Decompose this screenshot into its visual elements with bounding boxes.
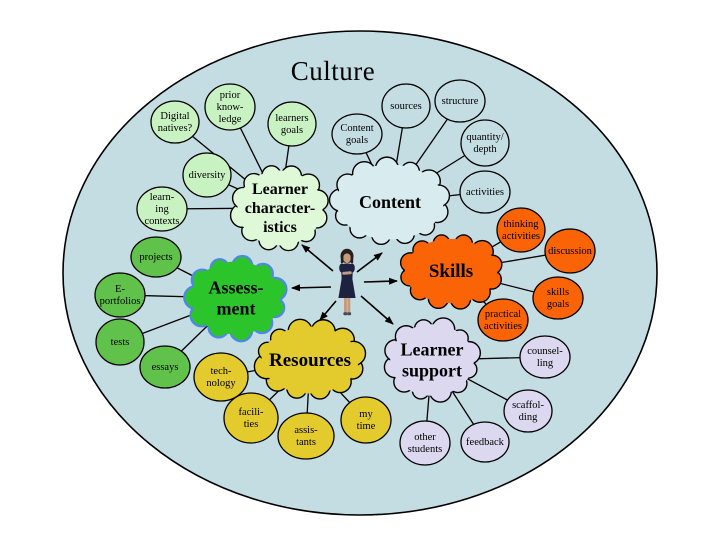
cloud-label-skills: Skills (429, 261, 473, 282)
node-feedback: feedback (460, 421, 510, 463)
node-label-diversity: diversity (189, 170, 226, 181)
cloud-assessment: Assess-ment (183, 254, 288, 343)
node-label-activities: activities (466, 187, 504, 198)
cloud-label-assessment: Assess-ment (208, 278, 263, 319)
arrow-to-learner-characteristics (301, 244, 334, 272)
node-label-facilities: facili-ties (238, 407, 264, 430)
node-label-essays: essays (152, 362, 179, 373)
arrow-to-skills (363, 277, 398, 285)
node-sources: sources (381, 83, 431, 129)
center-arrows (291, 244, 398, 325)
node-label-feedback: feedback (466, 437, 505, 448)
node-activities: activities (459, 170, 511, 214)
cloud-label-resources: Resources (269, 350, 351, 371)
arrow-to-assessment (291, 284, 332, 292)
node-assistants: assis-tants (277, 412, 335, 460)
node-counselling: counsel-ling (519, 335, 571, 379)
arrow-to-resources (319, 300, 337, 321)
culture-label: Culture (290, 56, 376, 86)
node-label-scaffolding: scaffol-ding (512, 400, 544, 423)
node-e-portfolios: E-portfolios (94, 272, 146, 318)
woman-figure (338, 248, 356, 316)
node-facilities: facili-ties (223, 392, 279, 444)
node-quantity-depth: quantity/depth (460, 119, 510, 167)
node-label-discussion: discussion (548, 246, 593, 257)
cloud-resources: Resources (253, 318, 367, 400)
node-scaffolding: scaffol-ding (503, 389, 553, 433)
arrow-to-content (356, 252, 383, 273)
node-tests: tests (95, 318, 145, 366)
cloud-content: Content (328, 156, 451, 246)
node-label-counselling: counsel-ling (527, 346, 563, 369)
cloud-label-content: Content (359, 192, 421, 212)
node-label-structure: structure (442, 96, 479, 107)
node-label-assistants: assis-tants (294, 425, 318, 448)
node-label-quantity-depth: quantity/depth (466, 132, 503, 155)
node-label-projects: projects (139, 252, 172, 263)
node-technology: tech-nology (193, 352, 249, 402)
node-label-tests: tests (111, 337, 130, 348)
cloud-skills: Skills (399, 234, 503, 310)
node-label-e-portfolios: E-portfolios (100, 284, 141, 307)
arrow-to-learner-support (360, 295, 394, 325)
node-projects: projects (130, 236, 182, 278)
node-discussion: discussion (544, 228, 596, 274)
node-label-sources: sources (390, 101, 422, 112)
node-essays: essays (139, 345, 191, 389)
node-structure: structure (434, 79, 486, 123)
node-diversity: diversity (182, 152, 232, 198)
node-label-technology: tech-nology (206, 366, 236, 389)
